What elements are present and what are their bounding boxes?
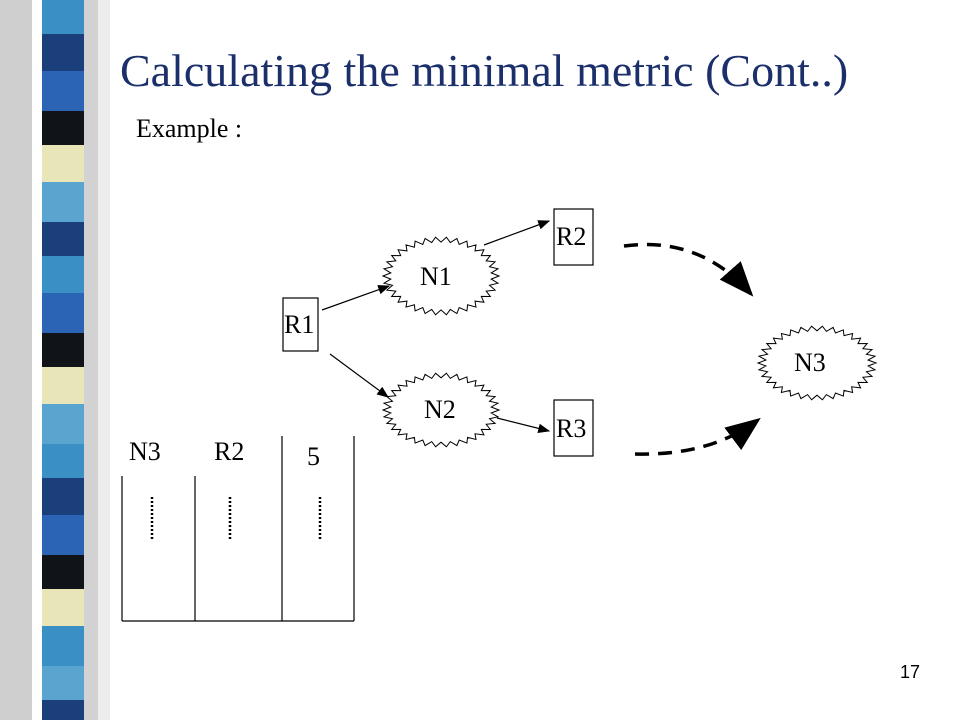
strip-block [42,367,84,404]
network-n2-cloud [381,372,501,448]
router-r2-label: R2 [556,222,586,251]
network-n3-label: N3 [794,348,826,377]
arrow-r1-to-n2 [329,353,389,398]
arrow-n1-to-r2 [483,220,551,246]
slide-title: Calculating the minimal metric (Cont..) [120,45,849,96]
strip-block [42,145,84,182]
page-number: 17 [900,662,921,682]
arrow-r1-to-n1 [321,285,391,311]
table-next-hop-cell: R2 [214,437,244,466]
strip-block [42,589,84,626]
decorative-side-strip [0,0,110,720]
network-n1-label: N1 [420,262,452,291]
strip-block [42,222,84,256]
strip-block [42,404,84,444]
router-r1-box [282,297,319,352]
strip-block [42,256,84,293]
strip-block [42,478,84,515]
dashed-arrow-r2-to-n3 [623,242,754,297]
router-r1-label: R1 [284,310,314,339]
strip-block [42,700,84,720]
arrow-n2-to-r3 [496,417,551,434]
strip-block [42,111,84,145]
strip-block [42,444,84,478]
strip-block [42,71,84,111]
network-n3-cloud [756,325,878,401]
router-r3-label: R3 [556,414,586,443]
strip-block [42,0,84,34]
dashed-arrow-r3-to-n3 [634,417,761,456]
strip-block [42,293,84,333]
router-r2-box [553,208,594,266]
strip-block [42,666,84,700]
strip-block [42,34,84,71]
table-metric-cell: 5 [307,442,320,471]
routing-table [121,436,355,622]
network-n1-cloud [381,236,501,316]
table-destination-cell: N3 [129,437,161,466]
network-n2-label: N2 [424,395,456,424]
strip-block [42,333,84,367]
strip-block [42,182,84,222]
slide-subtitle: Example : [136,114,243,143]
strip-block [42,515,84,555]
strip-block [42,626,84,666]
strip-block [42,555,84,589]
router-r3-box [553,399,594,457]
